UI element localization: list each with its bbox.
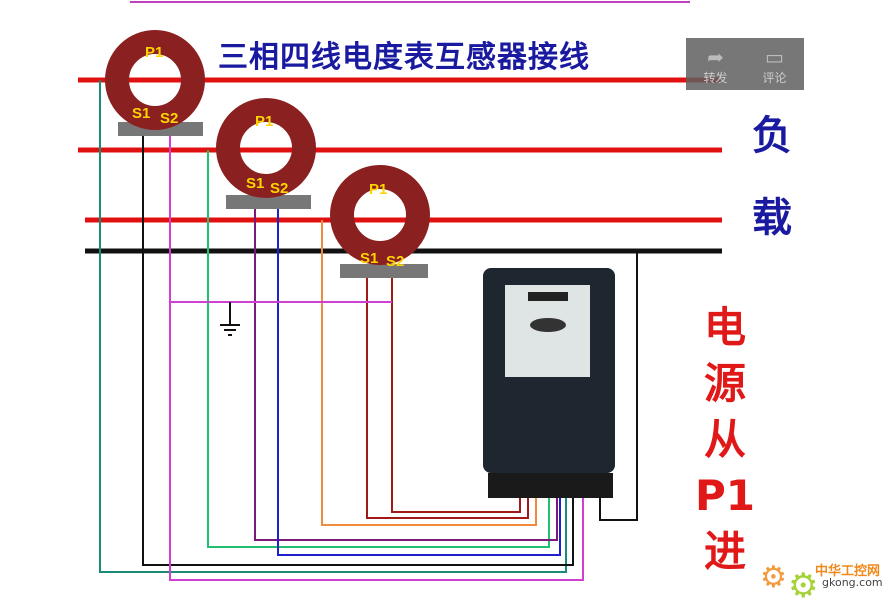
svg-text:S1: S1	[246, 175, 264, 192]
svg-text:S1: S1	[132, 105, 150, 122]
load-label: 负载	[752, 113, 792, 241]
comment-icon: ▭	[765, 45, 784, 69]
svg-text:S2: S2	[160, 110, 178, 127]
svg-text:S1: S1	[360, 250, 378, 267]
share-icon: ➦	[707, 45, 724, 69]
svg-text:S2: S2	[270, 180, 288, 197]
comment-button[interactable]: ▭评论	[762, 45, 787, 85]
share-overlay: ➦转发 ▭评论	[686, 38, 804, 90]
svg-text:P1: P1	[369, 181, 387, 198]
gear-icon: ⚙	[788, 566, 819, 606]
energy-meter	[483, 268, 615, 498]
gear-icon: ⚙	[760, 560, 787, 595]
share-button[interactable]: ➦转发	[703, 45, 728, 85]
svg-text:P1: P1	[255, 113, 273, 130]
svg-text:S2: S2	[386, 253, 404, 270]
diagram-title: 三相四线电度表互感器接线	[218, 40, 590, 75]
svg-text:P1: P1	[145, 44, 163, 61]
